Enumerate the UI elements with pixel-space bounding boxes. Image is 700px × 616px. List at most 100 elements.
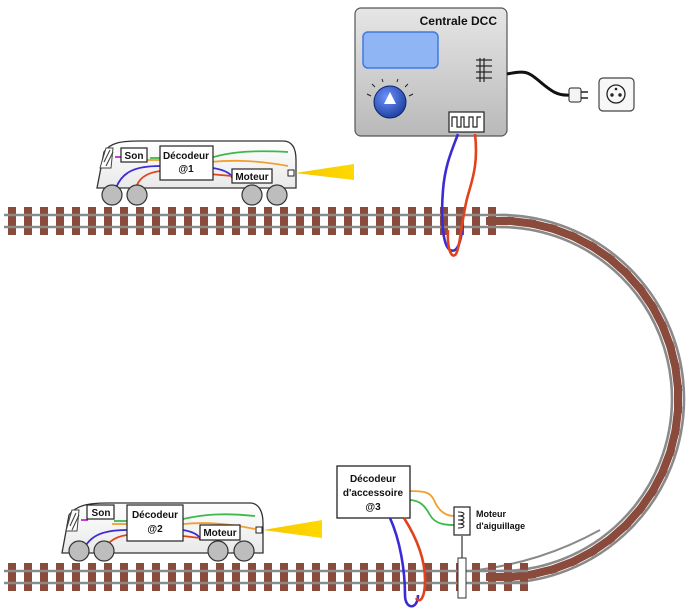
sleeper bbox=[296, 207, 304, 235]
locomotive-2-decoder bbox=[126, 504, 184, 542]
sleeper bbox=[671, 363, 683, 392]
sleeper bbox=[248, 563, 256, 591]
locomotive-2-sound-label: Son bbox=[92, 508, 111, 519]
sleeper bbox=[376, 563, 384, 591]
sleeper bbox=[360, 563, 368, 591]
rail bbox=[499, 225, 674, 573]
locomotive-1-decoder-label: Décodeur bbox=[163, 151, 209, 162]
sleeper bbox=[280, 563, 288, 591]
track-curve bbox=[469, 213, 686, 585]
wiper-icon bbox=[103, 149, 114, 167]
sleeper bbox=[408, 207, 416, 235]
sleeper bbox=[520, 563, 528, 591]
sleeper bbox=[104, 207, 112, 235]
control-knob[interactable] bbox=[366, 78, 414, 119]
sleeper bbox=[232, 563, 240, 591]
sleeper bbox=[344, 207, 352, 235]
switch-motor-label-1: Moteur bbox=[476, 509, 506, 519]
locomotive-1-sound-module bbox=[120, 147, 148, 163]
accessory-decoder-address: @3 bbox=[365, 502, 381, 513]
sleeper bbox=[264, 563, 272, 591]
sleeper bbox=[424, 563, 432, 591]
sleeper bbox=[168, 207, 176, 235]
accessory-decoder-track-wires bbox=[388, 517, 427, 608]
locomotive-2-headlight bbox=[255, 526, 263, 534]
sleeper bbox=[328, 563, 336, 591]
sleeper bbox=[312, 207, 320, 235]
dcc-signal-output-icon bbox=[448, 111, 485, 133]
sleeper bbox=[232, 207, 240, 235]
sleeper bbox=[200, 563, 208, 591]
sleeper bbox=[56, 207, 64, 235]
sleeper bbox=[472, 207, 480, 235]
sleeper bbox=[56, 563, 64, 591]
rail bbox=[469, 529, 601, 572]
sleeper bbox=[248, 207, 256, 235]
switch-motor-label-2: d'aiguillage bbox=[476, 521, 525, 531]
accessory-decoder-box bbox=[336, 465, 411, 519]
sleeper bbox=[104, 563, 112, 591]
locomotive-2-light-beam bbox=[263, 520, 322, 538]
rail bbox=[499, 213, 686, 585]
sleeper bbox=[136, 563, 144, 591]
locomotive-2-motor-label: Moteur bbox=[203, 528, 236, 539]
sleeper bbox=[152, 563, 160, 591]
locomotive-2-motor bbox=[199, 524, 241, 541]
wiper-icon bbox=[69, 512, 80, 531]
sleeper bbox=[152, 207, 160, 235]
locomotive-2: Son Décodeur @2 Moteur bbox=[61, 502, 322, 562]
switch-motor-box bbox=[453, 506, 471, 536]
sleeper bbox=[328, 207, 336, 235]
display-screen bbox=[362, 31, 439, 69]
locomotive-2-decoder-address: @2 bbox=[147, 524, 163, 535]
locomotive-1-light-beam bbox=[295, 164, 354, 180]
sleeper bbox=[424, 207, 432, 235]
accessory-decoder-wires bbox=[408, 490, 455, 526]
wall-socket-icon bbox=[598, 77, 635, 112]
sleeper bbox=[296, 563, 304, 591]
dcc-central-title: Centrale DCC bbox=[420, 14, 498, 28]
knob-pointer-icon bbox=[384, 92, 396, 104]
switch-point bbox=[457, 557, 467, 599]
sleeper bbox=[376, 207, 384, 235]
sleeper bbox=[120, 207, 128, 235]
sleeper bbox=[440, 207, 448, 235]
sleeper bbox=[216, 563, 224, 591]
plug-icon bbox=[568, 87, 582, 103]
sleeper bbox=[24, 563, 32, 591]
sleeper bbox=[440, 563, 448, 591]
sleeper bbox=[88, 563, 96, 591]
sleeper bbox=[168, 563, 176, 591]
sleeper bbox=[72, 563, 80, 591]
track-bottom bbox=[4, 563, 528, 591]
sleeper bbox=[344, 563, 352, 591]
sleeper bbox=[88, 207, 96, 235]
sleeper bbox=[312, 563, 320, 591]
sleeper bbox=[136, 207, 144, 235]
dcc-central: Centrale DCC bbox=[354, 7, 508, 137]
sleeper bbox=[72, 207, 80, 235]
locomotive-1-decoder bbox=[159, 145, 214, 181]
switch-motor: Moteur d'aiguillage bbox=[453, 506, 525, 599]
transformer-icon bbox=[476, 58, 492, 82]
locomotive-2-wheels bbox=[68, 540, 255, 562]
sleeper bbox=[40, 563, 48, 591]
sleeper bbox=[8, 563, 16, 591]
locomotive-1-wheels bbox=[101, 184, 288, 206]
sleeper bbox=[216, 207, 224, 235]
accessory-decoder-label-1: Décodeur bbox=[350, 474, 396, 485]
sleeper bbox=[472, 563, 480, 591]
sleeper bbox=[40, 207, 48, 235]
sleeper bbox=[24, 207, 32, 235]
locomotive-2-decoder-label: Décodeur bbox=[132, 510, 178, 521]
sleeper bbox=[392, 207, 400, 235]
sleeper bbox=[488, 563, 496, 591]
sleeper bbox=[486, 217, 514, 225]
locomotive-1-sound-label: Son bbox=[125, 151, 144, 162]
locomotive-1-decoder-address: @1 bbox=[178, 164, 194, 175]
sleeper bbox=[408, 563, 416, 591]
sleeper bbox=[360, 207, 368, 235]
sleeper bbox=[392, 563, 400, 591]
